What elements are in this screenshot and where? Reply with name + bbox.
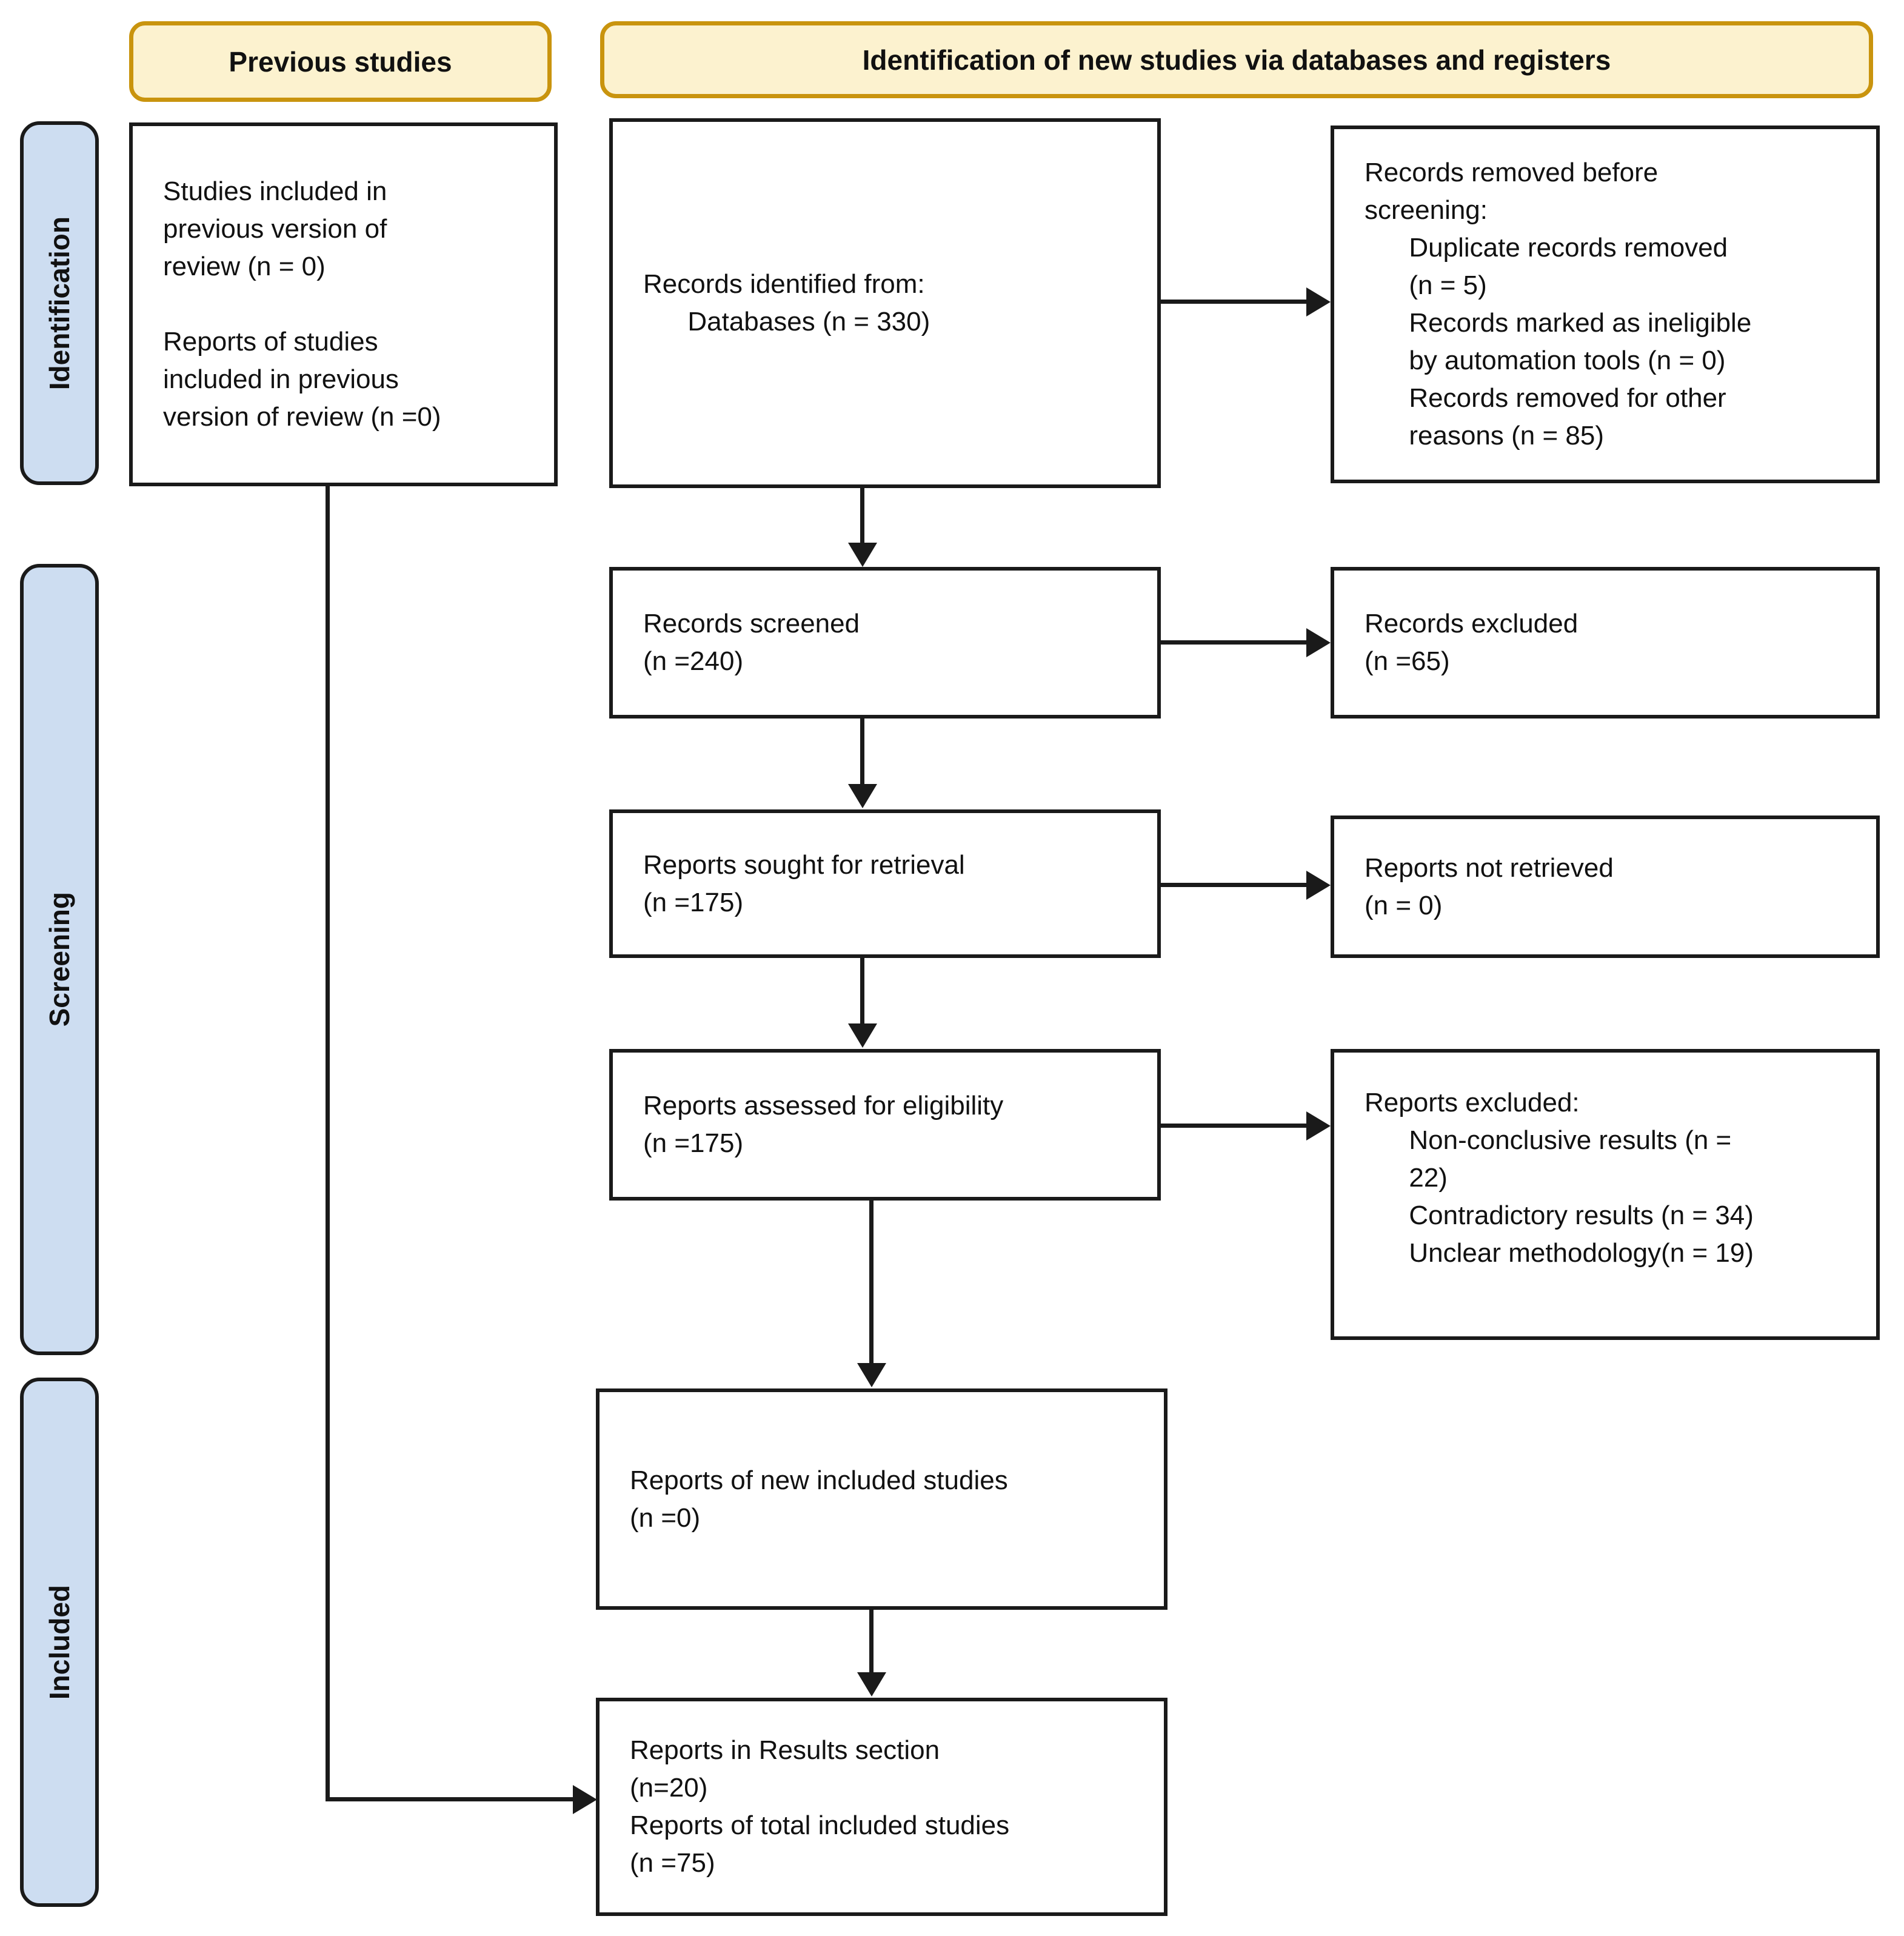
arrow-right-icon (1306, 628, 1331, 657)
arrow-line (860, 958, 864, 1025)
box-records-identified: Records identified from: Databases (n = … (609, 118, 1161, 488)
arrow-right-icon (573, 1785, 597, 1814)
box-new-included-studies-text: Reports of new included studies (n =0) (630, 1465, 1008, 1533)
arrow-line (869, 1201, 874, 1364)
header-identification-new-studies-label: Identification of new studies via databa… (862, 44, 1611, 76)
arrow-down-icon (848, 784, 877, 808)
sidebar-phase-included-label: Included (44, 1584, 75, 1700)
box-records-screened-text: Records screened (n =240) (643, 609, 860, 676)
box-previous-review-studies-text: Studies included in previous version of … (163, 176, 441, 432)
header-previous-studies: Previous studies (129, 21, 552, 102)
sidebar-phase-identification: Identification (20, 121, 99, 485)
box-reports-assessed-text: Reports assessed for eligibility (n =175… (643, 1091, 1004, 1158)
box-final-included-studies-text: Reports in Results section (n=20) Report… (630, 1735, 1010, 1878)
arrow-line (860, 488, 864, 544)
arrow-down-icon (848, 543, 877, 567)
box-reports-excluded-reasons-text: Reports excluded: Non-conclusive results… (1365, 1088, 1754, 1268)
box-reports-sought-text: Reports sought for retrieval (n =175) (643, 849, 965, 917)
sidebar-phase-included: Included (20, 1378, 99, 1907)
arrow-line (1161, 300, 1308, 304)
arrow-right-icon (1306, 287, 1331, 317)
arrow-right-icon (1306, 871, 1331, 900)
sidebar-phase-screening-label: Screening (44, 892, 75, 1027)
arrow-line (1161, 883, 1308, 887)
sidebar-phase-screening: Screening (20, 564, 99, 1355)
arrow-down-icon (848, 1023, 877, 1048)
arrow-line (869, 1610, 874, 1673)
box-final-included-studies: Reports in Results section (n=20) Report… (596, 1698, 1167, 1916)
header-identification-new-studies: Identification of new studies via databa… (600, 21, 1873, 98)
connector-horizontal-line (326, 1797, 575, 1801)
box-reports-not-retrieved-text: Reports not retrieved (n = 0) (1365, 852, 1614, 920)
arrow-right-icon (1306, 1111, 1331, 1140)
box-records-removed-before-screening-text: Records removed before screening: Duplic… (1365, 158, 1752, 451)
arrow-down-icon (857, 1672, 886, 1697)
connector-vertical-line (326, 486, 330, 1799)
header-previous-studies-label: Previous studies (229, 45, 452, 78)
arrow-line (1161, 1124, 1308, 1128)
box-records-excluded: Records excluded (n =65) (1331, 567, 1880, 718)
sidebar-phase-identification-label: Identification (44, 216, 75, 390)
box-reports-excluded-reasons: Reports excluded: Non-conclusive results… (1331, 1049, 1880, 1340)
box-records-removed-before-screening: Records removed before screening: Duplic… (1331, 126, 1880, 483)
arrow-line (860, 718, 864, 785)
box-reports-assessed: Reports assessed for eligibility (n =175… (609, 1049, 1161, 1201)
box-new-included-studies: Reports of new included studies (n =0) (596, 1388, 1167, 1610)
box-reports-sought: Reports sought for retrieval (n =175) (609, 809, 1161, 958)
box-records-screened: Records screened (n =240) (609, 567, 1161, 718)
arrow-line (1161, 640, 1308, 645)
box-previous-review-studies: Studies included in previous version of … (129, 122, 558, 486)
arrow-down-icon (857, 1363, 886, 1387)
box-records-identified-text: Records identified from: Databases (n = … (643, 269, 930, 337)
box-reports-not-retrieved: Reports not retrieved (n = 0) (1331, 816, 1880, 958)
box-records-excluded-text: Records excluded (n =65) (1365, 609, 1578, 676)
